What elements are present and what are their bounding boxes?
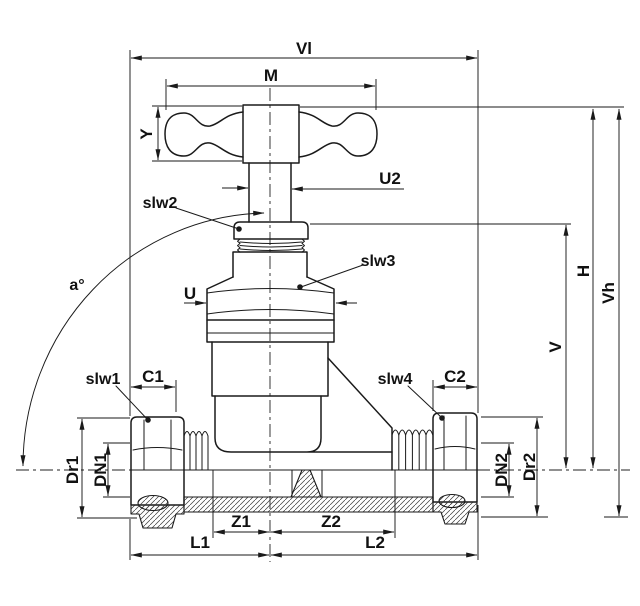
seat-web-section [290, 469, 322, 498]
label-slw4: slw4 [378, 371, 413, 388]
label-z2: Z2 [321, 512, 341, 531]
label-c2: C2 [444, 367, 466, 386]
seat-passage-edges [291, 469, 323, 498]
bonnet-hex [206, 276, 335, 321]
label-z1: Z1 [231, 512, 251, 531]
slw3-marker-dot [297, 284, 303, 290]
gland-cap [233, 221, 309, 240]
handle-block [242, 104, 300, 164]
dim-angle-arc [20, 210, 265, 467]
left-foot-section [130, 504, 185, 529]
label-dr2: Dr2 [520, 453, 539, 481]
label-u2: U2 [379, 169, 401, 188]
label-slw3: slw3 [361, 253, 396, 270]
label-dr1: Dr1 [63, 456, 82, 484]
right-olive-section [438, 493, 466, 509]
right-foot-section [432, 501, 478, 525]
label-y: Y [137, 128, 156, 140]
slw4-marker-dot [439, 415, 445, 421]
right-port-thread [391, 429, 434, 471]
label-slw1: slw1 [86, 371, 121, 388]
slw2-marker-dot [236, 226, 242, 232]
label-l1: L1 [190, 533, 210, 552]
label-dn2: DN2 [492, 453, 511, 487]
left-nut [130, 416, 185, 506]
base-section [183, 496, 434, 513]
extension-lines [77, 50, 628, 560]
body-lower [214, 395, 393, 453]
left-olive-section [137, 494, 169, 512]
left-port-thread [183, 431, 209, 471]
label-h: H [574, 265, 593, 277]
gland-thread [237, 238, 305, 253]
dimension-lines [20, 55, 622, 558]
label-vh: Vh [599, 282, 618, 304]
right-nut [432, 412, 478, 503]
valve-outline [130, 104, 478, 529]
label-slw2: slw2 [143, 195, 178, 212]
dimension-labels: Vl M U2 slw2 slw3 a° U slw1 C1 slw4 C2 Z… [63, 39, 618, 552]
slw1-marker-dot [145, 417, 151, 423]
label-dn1: DN1 [91, 453, 110, 487]
outlet-slant [327, 357, 393, 471]
label-l2: L2 [365, 533, 385, 552]
label-vl: Vl [296, 39, 312, 58]
label-angle: a° [69, 277, 84, 294]
centerlines [16, 88, 630, 562]
label-c1: C1 [142, 367, 164, 386]
label-u: U [184, 284, 196, 303]
body-flange [206, 319, 335, 343]
label-m: M [264, 66, 278, 85]
leader-lines [115, 207, 445, 423]
label-v: V [546, 341, 565, 353]
handle-right-wing [298, 111, 378, 158]
handle-left-wing [164, 111, 244, 158]
